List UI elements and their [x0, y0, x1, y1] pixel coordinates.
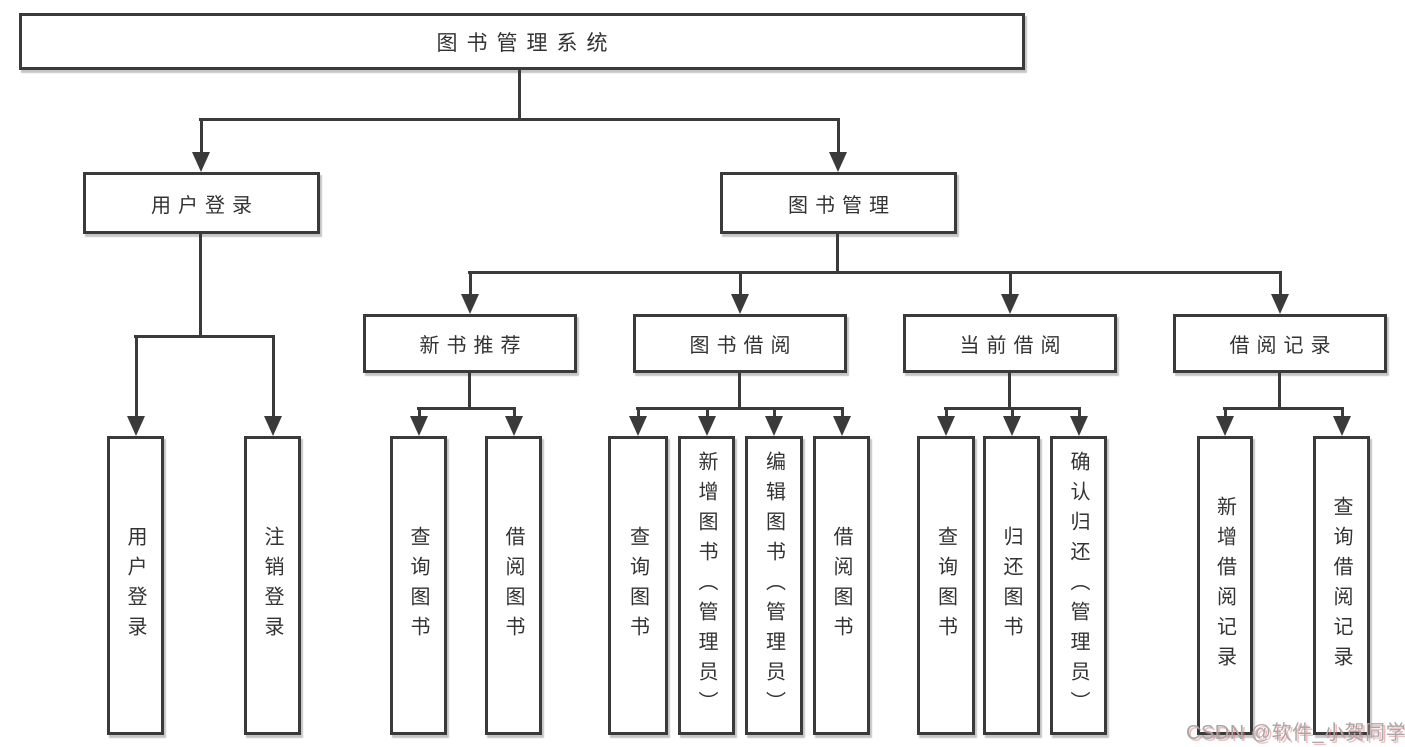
arrow-to-leaf-confirm-return-admin — [1070, 407, 1088, 436]
arrow-to-new-book-recommend — [461, 271, 479, 314]
connector-current-borrow-stub — [1008, 372, 1011, 409]
leaf-query-book-recommend: 查询图书 — [390, 436, 447, 735]
connector-user-login-rail — [134, 335, 274, 338]
leaf-edit-book-admin: 编辑图书（管理员） — [745, 436, 803, 735]
arrow-to-leaf-user-login — [127, 335, 145, 436]
connector-book-borrow-stub — [738, 372, 741, 409]
arrow-to-leaf-query-book-current — [937, 407, 955, 436]
arrow-to-book-borrow — [731, 271, 749, 314]
node-book-management: 图书管理 — [720, 172, 957, 234]
arrow-to-leaf-logout — [264, 335, 282, 436]
leaf-user-login: 用户登录 — [107, 436, 164, 735]
leaf-return-book: 归还图书 — [983, 436, 1040, 735]
arrow-to-leaf-borrow-book — [833, 407, 851, 436]
connector-level2-rail — [468, 271, 1282, 274]
leaf-query-book-borrow: 查询图书 — [608, 436, 668, 735]
leaf-add-book-admin: 新增图书（管理员） — [678, 436, 735, 735]
arrow-to-current-borrow — [1001, 271, 1019, 314]
arrow-to-leaf-edit-book-admin — [765, 407, 783, 436]
leaf-logout-login: 注销登录 — [244, 436, 301, 735]
csdn-watermark: CSDN @软件_小贺同学 — [1186, 722, 1405, 744]
leaf-add-borrow-record: 新增借阅记录 — [1197, 436, 1253, 735]
arrow-to-leaf-return-book — [1003, 407, 1021, 436]
connector-new-book-rail — [417, 407, 516, 410]
arrow-to-leaf-add-book-admin — [698, 407, 716, 436]
connector-new-book-stub — [468, 372, 471, 409]
connector-borrow-records-rail — [1223, 407, 1343, 410]
arrow-to-leaf-add-borrow-record — [1216, 407, 1234, 436]
connector-user-login-stub — [199, 233, 202, 337]
node-user-login: 用户登录 — [83, 172, 320, 234]
arrow-to-leaf-query-book-borrow — [629, 407, 647, 436]
leaf-borrow-book-recommend: 借阅图书 — [485, 436, 542, 735]
arrow-to-leaf-query-book-recommend — [410, 407, 428, 436]
node-book-borrow: 图书借阅 — [633, 314, 847, 373]
connector-book-borrow-rail — [636, 407, 843, 410]
node-borrow-records: 借阅记录 — [1173, 314, 1387, 373]
arrow-to-leaf-query-borrow-record — [1333, 407, 1351, 436]
leaf-confirm-return-admin: 确认归还（管理员） — [1050, 436, 1107, 735]
leaf-borrow-book: 借阅图书 — [813, 436, 870, 735]
arrow-to-book-management — [829, 118, 847, 172]
connector-level1-rail — [199, 118, 840, 121]
node-library-management-system: 图书管理系统 — [19, 13, 1025, 70]
leaf-query-borrow-record: 查询借阅记录 — [1313, 436, 1370, 735]
arrow-to-borrow-records — [1271, 271, 1289, 314]
arrow-to-user-login — [192, 118, 210, 172]
connector-book-management-stub — [836, 233, 839, 273]
connector-borrow-records-stub — [1278, 372, 1281, 409]
leaf-query-book-current: 查询图书 — [917, 436, 975, 735]
connector-root-stub — [518, 69, 521, 121]
node-new-book-recommend: 新书推荐 — [363, 314, 577, 373]
node-current-borrow: 当前借阅 — [903, 314, 1117, 373]
arrow-to-leaf-borrow-book-recommend — [505, 407, 523, 436]
